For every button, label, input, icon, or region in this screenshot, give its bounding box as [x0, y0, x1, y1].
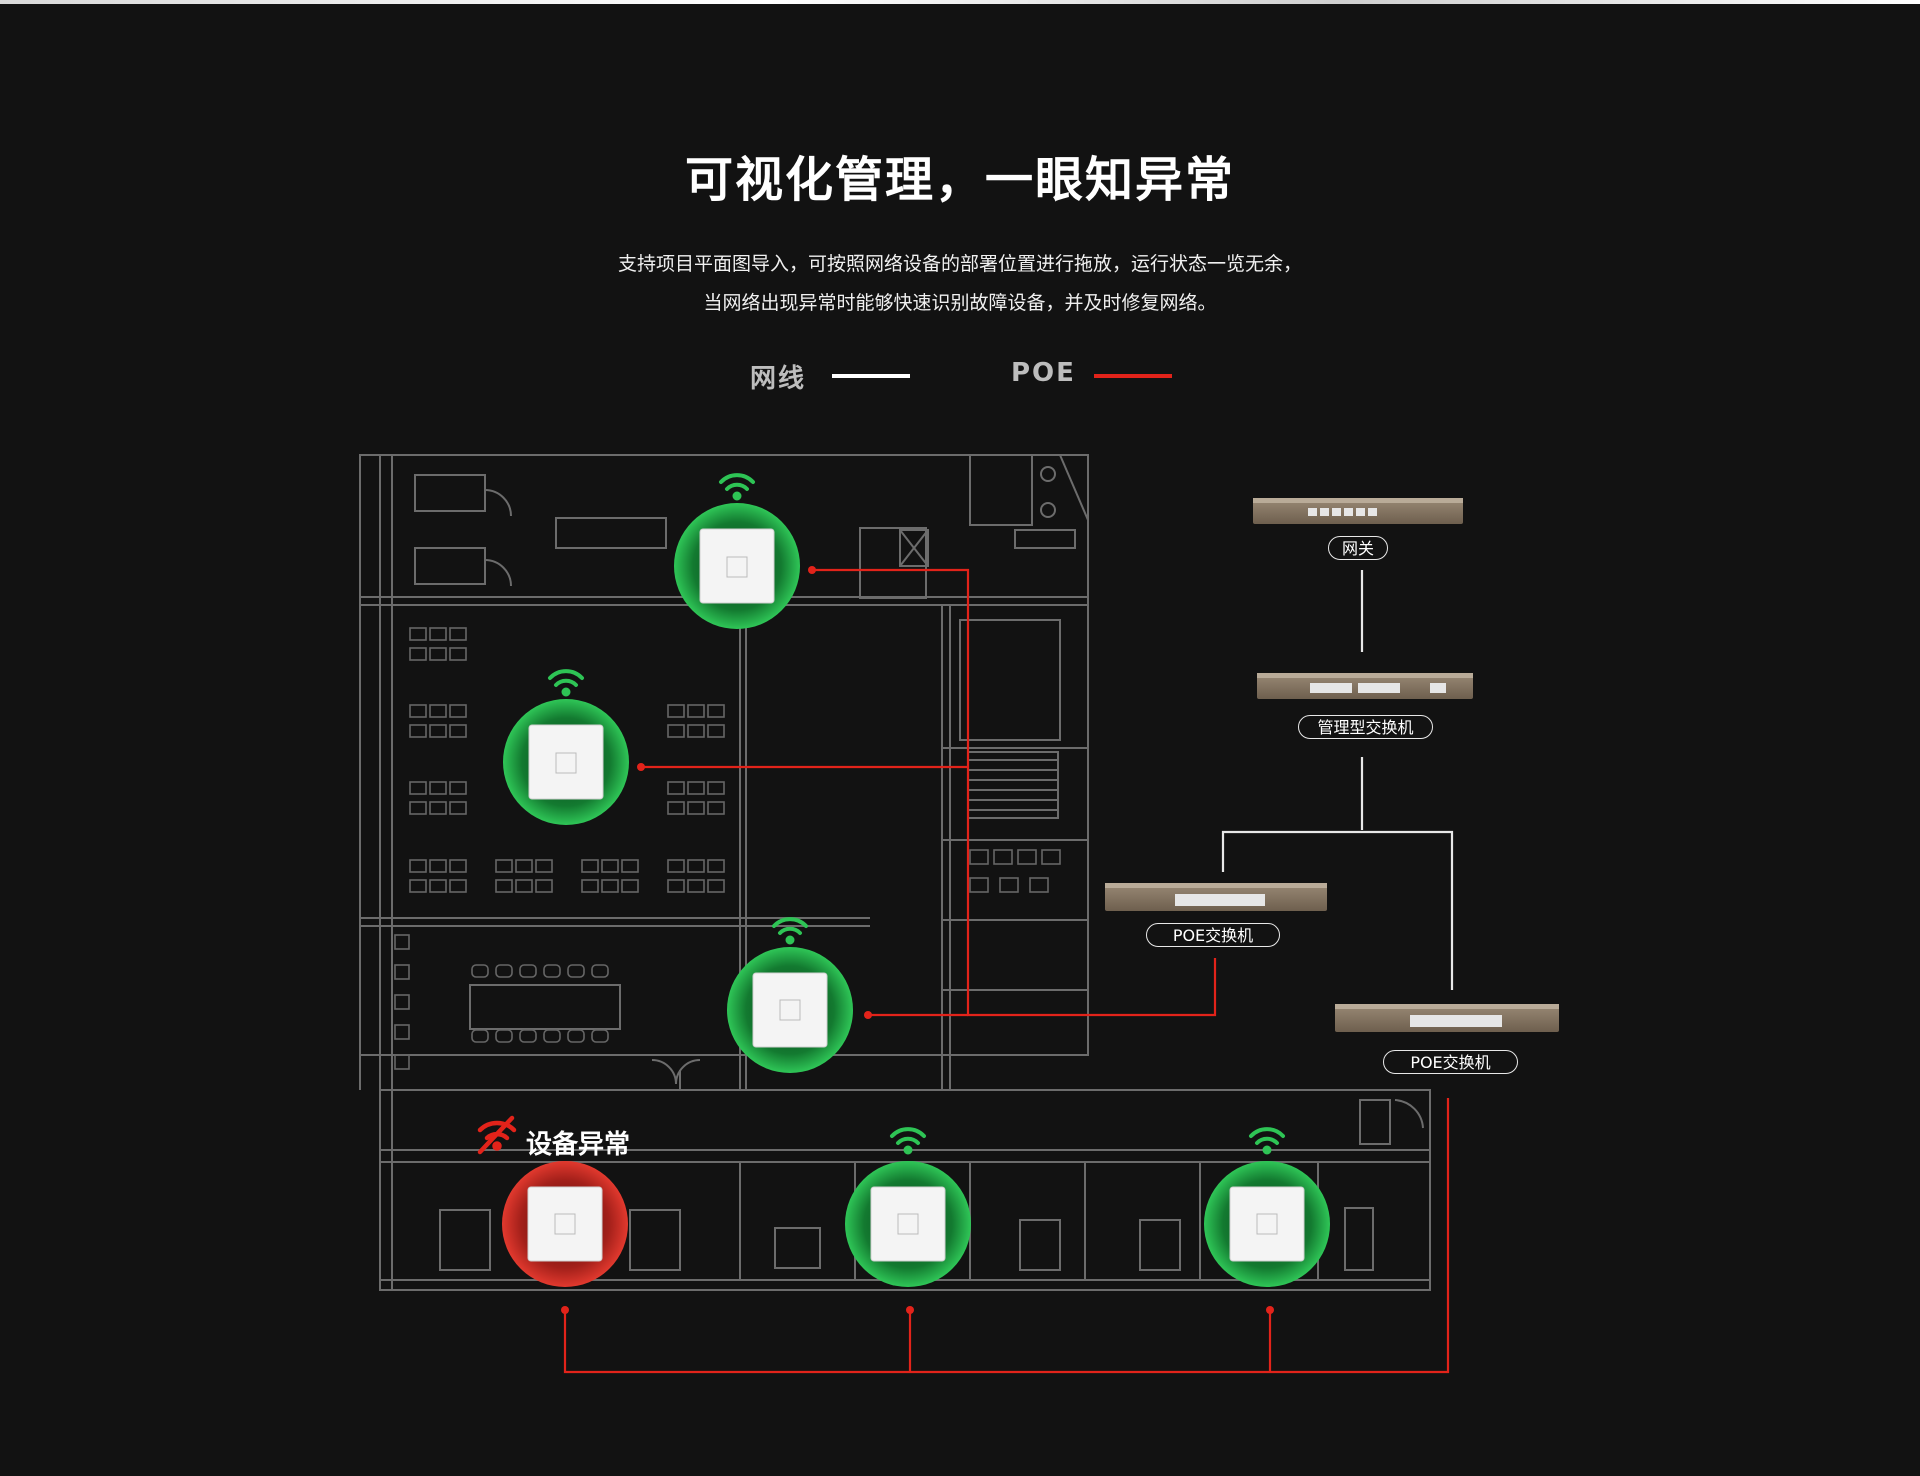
gateway-device	[1253, 498, 1463, 524]
ap-center	[727, 917, 853, 1073]
top-accent-bar	[0, 0, 1920, 4]
managed-switch-label: 管理型交换机	[1298, 715, 1433, 739]
description-line-2: 当网络出现异常时能够快速识别故障设备，并及时修复网络。	[703, 292, 1217, 314]
description-line-1: 支持项目平面图导入，可按照网络设备的部署位置进行拖放，运行状态一览无余，	[617, 253, 1302, 275]
legend-poe-label: POE	[1011, 358, 1076, 388]
managed-switch-device	[1257, 673, 1473, 699]
desk-clusters	[394, 627, 1061, 1070]
page-title: 可视化管理，一眼知异常	[684, 152, 1235, 208]
network-cabling	[1221, 570, 1454, 990]
ap-bottom-middle	[845, 1127, 971, 1287]
ap-top	[674, 473, 800, 629]
poe-cabling	[563, 568, 1450, 1374]
ap-fault	[502, 1161, 628, 1287]
poe-switch-1-label: POE交换机	[1146, 923, 1280, 947]
wifi-icon	[548, 669, 584, 697]
ap-bottom-right	[1204, 1127, 1330, 1287]
poe-switch-2-device	[1335, 1004, 1559, 1032]
poe-switch-2-label: POE交换机	[1383, 1050, 1518, 1074]
gateway-label: 网关	[1328, 536, 1388, 560]
legend-poe-line	[1094, 374, 1172, 378]
wifi-icon	[1249, 1127, 1285, 1155]
legend-network-line	[832, 374, 910, 378]
ap-left	[503, 669, 629, 825]
floor-plan	[359, 454, 1431, 1291]
poe-switch-1-device	[1105, 883, 1327, 911]
poe-endpoints	[561, 566, 1274, 1314]
wifi-off-icon	[477, 1115, 517, 1155]
device-fault-label: 设备异常	[526, 1130, 631, 1160]
wifi-icon	[890, 1127, 926, 1155]
legend-network-label: 网线	[750, 364, 807, 394]
wifi-icon	[772, 917, 808, 945]
wifi-icon	[719, 473, 755, 501]
